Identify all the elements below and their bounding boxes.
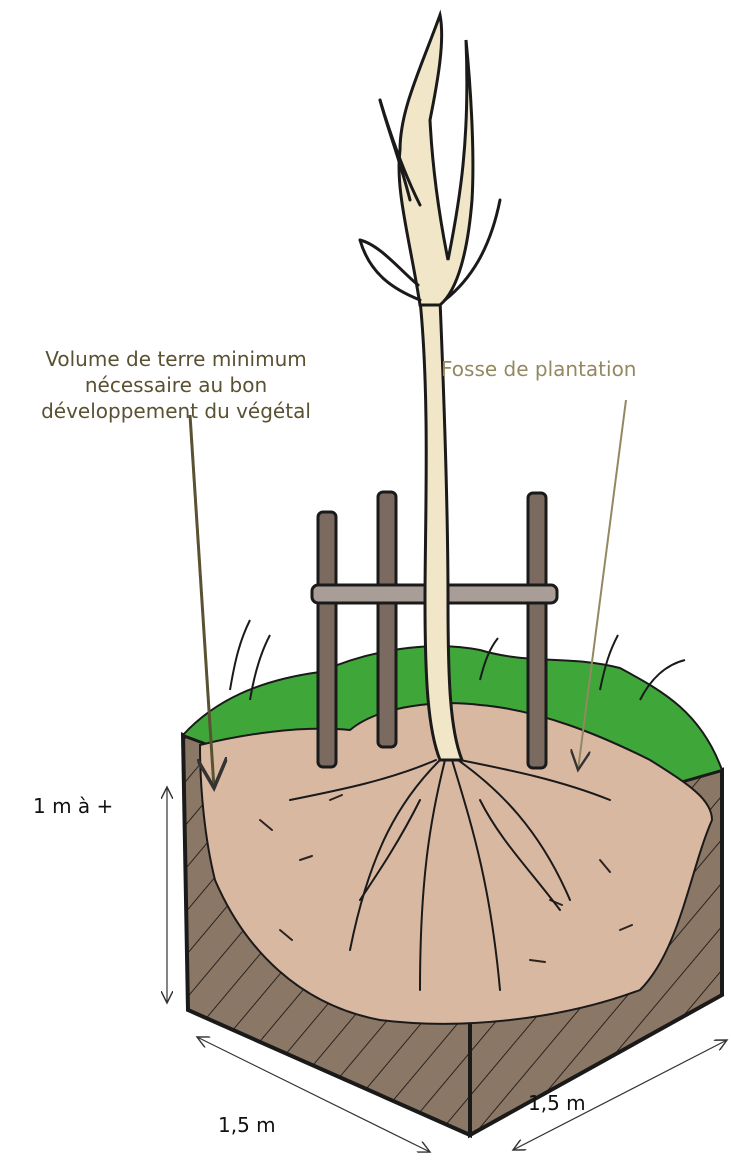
volume-label: Volume de terre minimum nécessaire au bo… — [6, 346, 346, 424]
stake-left — [318, 512, 336, 767]
volume-label-line3: développement du végétal — [6, 398, 346, 424]
volume-label-line1: Volume de terre minimum — [6, 346, 346, 372]
tree-branches — [399, 15, 473, 305]
width-left-label: 1,5 m — [218, 1112, 276, 1138]
stake-back — [378, 492, 396, 747]
stake-right — [528, 493, 546, 768]
width-right-label: 1,5 m — [528, 1090, 586, 1116]
volume-label-line2: nécessaire au bon — [6, 372, 346, 398]
depth-label: 1 m à + — [33, 793, 113, 819]
fosse-label: Fosse de plantation — [441, 356, 636, 382]
